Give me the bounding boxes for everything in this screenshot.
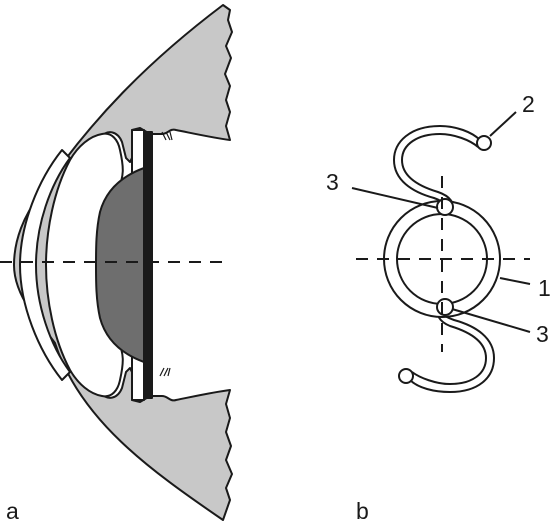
leader-line-1 [499,277,531,285]
leader-line-3-lower [451,308,531,333]
callout-2: 2 [522,91,535,117]
callout-3-upper: 3 [326,169,339,195]
panel-label-b: b [356,498,369,524]
haptic-upper-tip [476,135,492,151]
implant-edge [143,131,153,399]
zonule-fibres-bottom [159,367,171,377]
zonule-fibres-top [161,131,173,141]
haptic-lower [411,305,487,385]
callout-1: 1 [538,275,551,301]
panel-a-cross-section [0,4,233,521]
haptic-upper [401,133,479,219]
cornea-band [19,149,71,381]
leader-line-2 [489,111,517,137]
positioning-hole-lower [436,298,454,316]
panel-b-front-view [351,111,531,393]
leader-line-3-upper [351,187,439,209]
lens-optic [95,167,145,363]
panel-label-a: a [6,498,19,524]
positioning-hole-upper [436,198,454,216]
callout-3-lower: 3 [536,321,549,347]
haptic-lower-tip [398,368,414,384]
